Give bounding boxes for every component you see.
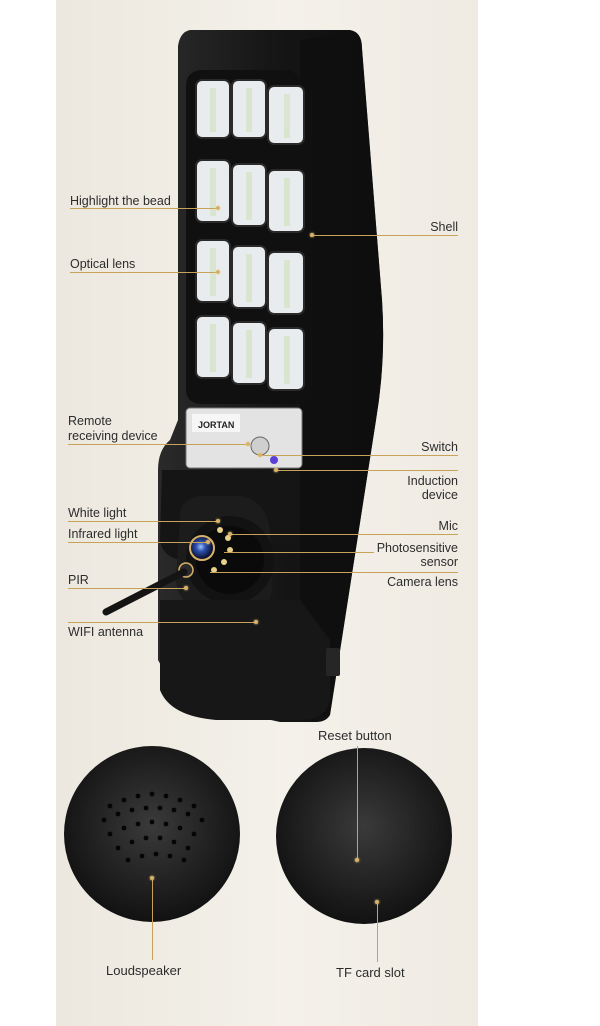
- dot-highlight-bead: [216, 206, 220, 210]
- dot-wifi-antenna: [254, 620, 258, 624]
- label-switch: Switch: [421, 440, 458, 454]
- label-remote-line2: receiving device: [68, 429, 158, 443]
- line-tf-card: [377, 902, 378, 962]
- line-wifi-antenna: [68, 622, 256, 623]
- wifi-antenna-left: [102, 568, 188, 616]
- label-camera-lens: Camera lens: [387, 575, 458, 589]
- brand-logo: JORTAN: [198, 420, 234, 430]
- line-infrared-light: [68, 542, 208, 543]
- dot-reset-button: [355, 858, 359, 862]
- line-shell: [312, 235, 458, 236]
- dot-infrared-light: [206, 540, 210, 544]
- dot-shell: [310, 233, 314, 237]
- line-pir: [68, 588, 186, 589]
- line-induction: [276, 470, 458, 471]
- tf-slot-detail: [276, 748, 452, 924]
- line-highlight-bead: [70, 208, 218, 209]
- label-mic: Mic: [438, 519, 458, 533]
- label-photo-line2: sensor: [420, 555, 458, 569]
- line-white-light: [68, 521, 218, 522]
- line-camera-lens: [210, 572, 458, 573]
- label-wifi-antenna: WIFI antenna: [68, 625, 144, 639]
- label-remote-line1: Remote: [68, 414, 112, 428]
- line-reset-button: [357, 746, 358, 860]
- dot-white-light: [216, 519, 220, 523]
- label-loudspeaker: Loudspeaker: [106, 963, 182, 978]
- line-photo: [224, 552, 374, 553]
- line-mic: [230, 534, 458, 535]
- dot-mic: [228, 532, 232, 536]
- dot-loudspeaker: [150, 876, 154, 880]
- dot-optical-lens: [216, 270, 220, 274]
- dot-tf-card: [375, 900, 379, 904]
- dot-induction: [274, 468, 278, 472]
- dot-switch: [258, 453, 262, 457]
- label-optical-lens: Optical lens: [70, 257, 136, 271]
- line-switch: [260, 455, 458, 456]
- label-infrared-light: Infrared light: [68, 527, 138, 541]
- label-photo-line1: Photosensitive: [376, 541, 458, 555]
- label-white-light: White light: [68, 506, 127, 520]
- label-pir: PIR: [68, 573, 89, 587]
- loudspeaker-detail: [64, 746, 240, 922]
- dot-remote: [246, 442, 250, 446]
- label-tf-card-slot: TF card slot: [336, 965, 405, 980]
- label-reset-button: Reset button: [318, 728, 392, 743]
- label-shell: Shell: [430, 220, 458, 234]
- label-induction-line2: device: [421, 488, 458, 502]
- line-optical-lens: [70, 272, 218, 273]
- label-highlight-bead: Highlight the bead: [70, 194, 171, 208]
- dot-pir: [184, 586, 188, 590]
- line-remote: [68, 444, 248, 445]
- line-loudspeaker: [152, 878, 153, 960]
- label-induction-line1: Induction: [407, 474, 458, 488]
